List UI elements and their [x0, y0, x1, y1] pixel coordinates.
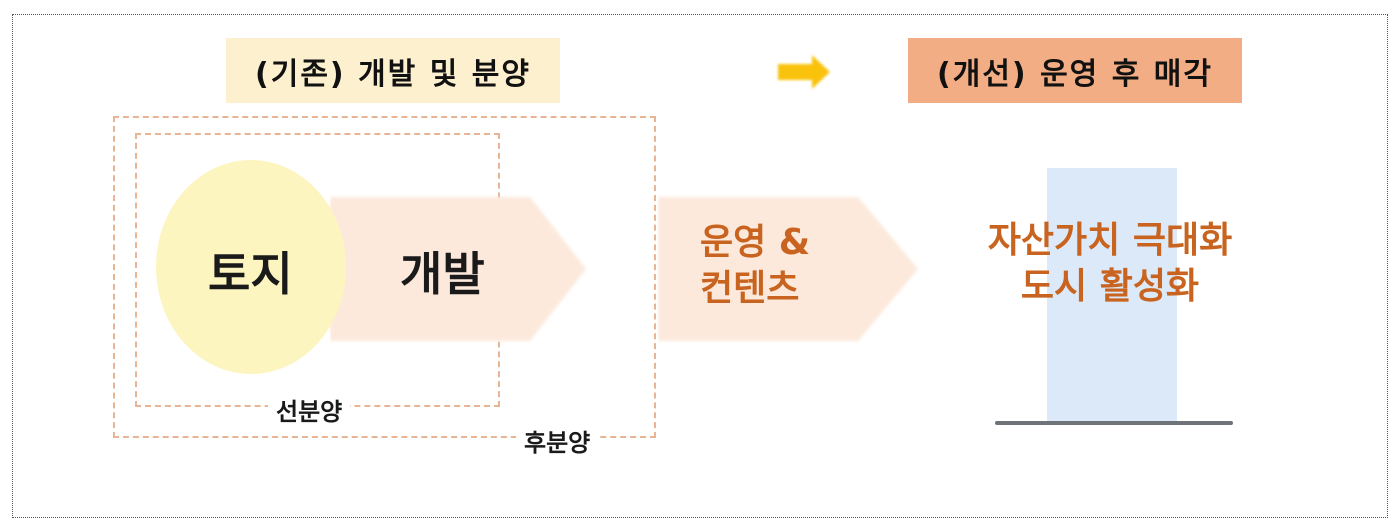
pre-sale-label: 선분양	[268, 392, 351, 427]
diagram-frame	[12, 14, 1388, 518]
operation-line-2: 컨텐츠	[700, 268, 800, 309]
operation-line-1: 운영 &	[700, 222, 811, 263]
operation-chevron	[658, 197, 918, 341]
arrow-right-icon	[778, 55, 830, 89]
new-model-label: (개선) 운영 후 매각	[908, 38, 1242, 103]
operation-text: 운영 & 컨텐츠	[700, 220, 850, 312]
development-text: 개발	[400, 247, 485, 301]
result-line-1: 자산가치 극대화	[987, 220, 1233, 261]
old-model-label: (기존) 개발 및 분양	[226, 38, 560, 103]
post-sale-label: 후분양	[516, 423, 599, 458]
value-column	[1047, 168, 1177, 423]
old-model-label-text: (기존) 개발 및 분양	[255, 56, 531, 92]
ground-baseline	[995, 421, 1233, 425]
new-model-label-text: (개선) 운영 후 매각	[937, 56, 1213, 92]
result-text: 자산가치 극대화 도시 활성화	[950, 218, 1270, 310]
post-sale-boundary	[113, 116, 656, 438]
land-circle	[156, 160, 346, 374]
land-text: 토지	[208, 247, 293, 301]
result-line-2: 도시 활성화	[1020, 266, 1200, 307]
development-chevron	[330, 197, 586, 341]
